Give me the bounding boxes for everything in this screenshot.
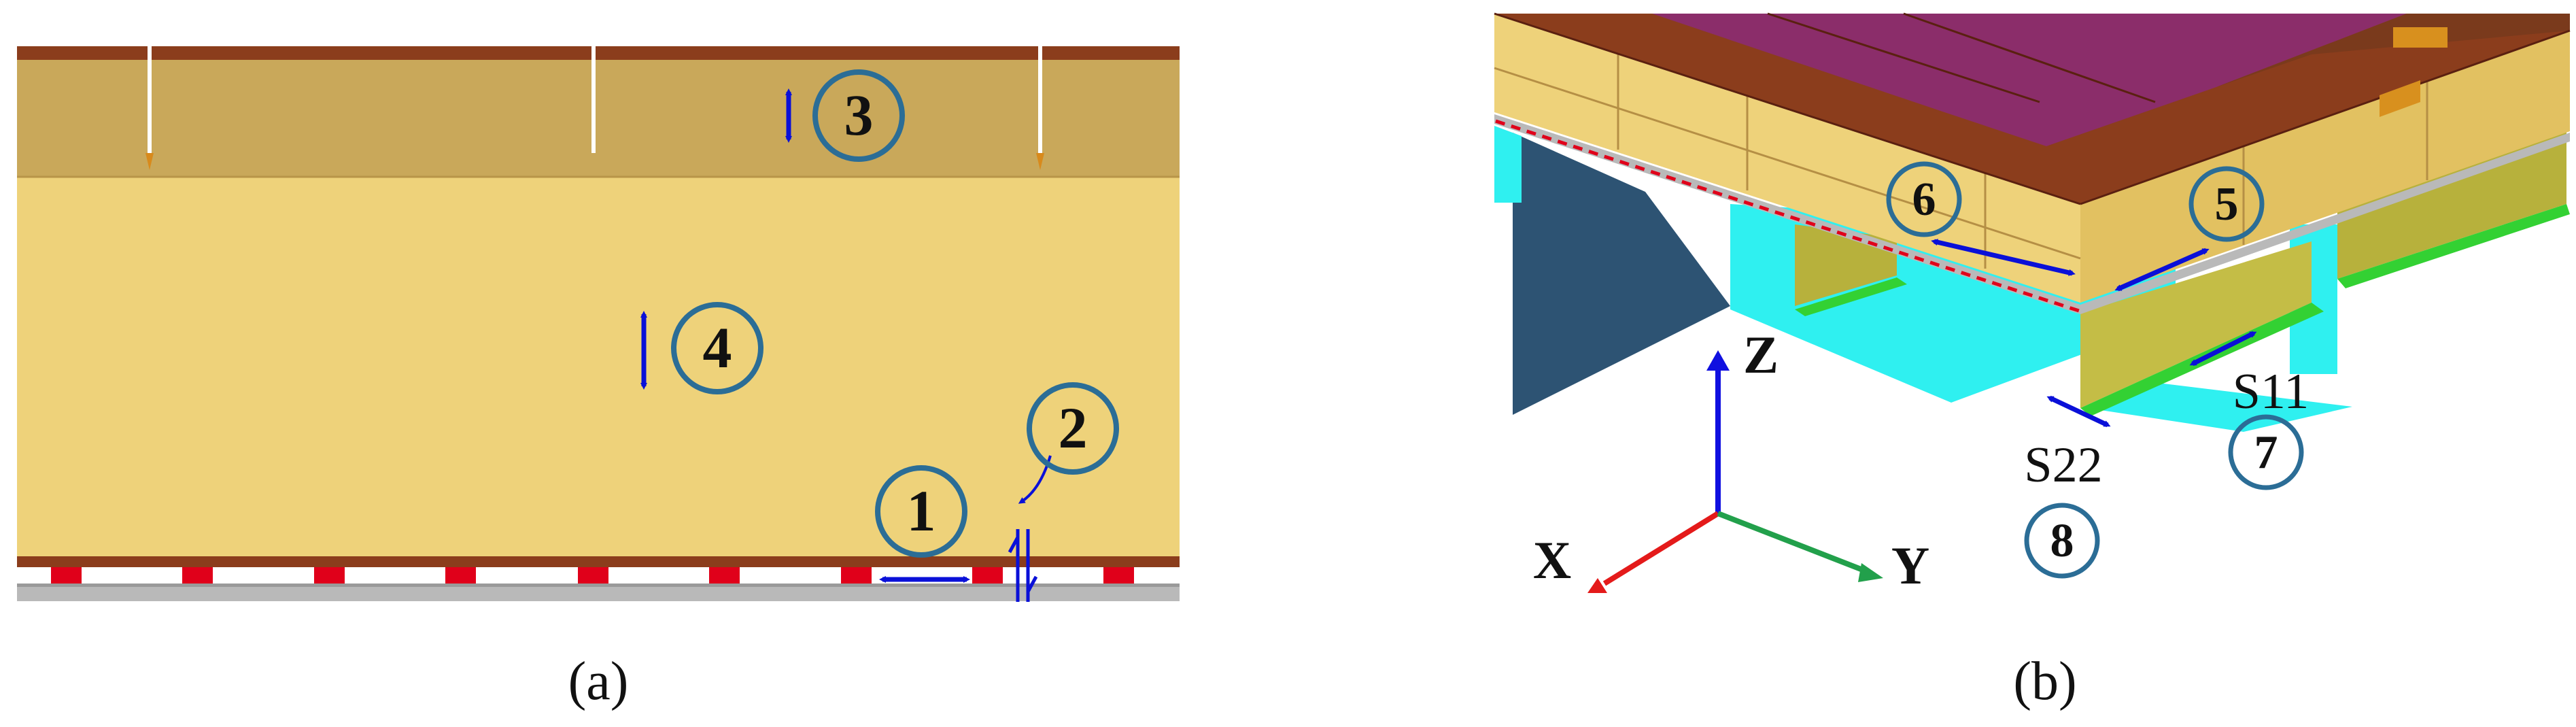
- marker-1: 1: [875, 465, 967, 558]
- axis-label-x: X: [1533, 530, 1571, 590]
- upper-layer-gaps: [148, 46, 1042, 153]
- svg-text:3: 3: [844, 82, 874, 148]
- upper-layer: [17, 60, 1180, 177]
- green-strip-left: [1795, 277, 1907, 316]
- svg-text:7: 7: [2254, 426, 2278, 479]
- marker-3: 3: [812, 69, 905, 162]
- bottom-crust-strip: [17, 556, 1180, 567]
- arrow-s11: [2189, 331, 2257, 367]
- slab-glue-line: [1495, 119, 2080, 313]
- magenta-panels: [1652, 14, 2407, 146]
- slab-right-face: [2080, 31, 2570, 303]
- marker-8: 8: [2024, 503, 2100, 579]
- marker-5: 5: [2188, 166, 2265, 242]
- arrow-marker-6: [1931, 239, 2076, 276]
- svg-text:6: 6: [1912, 173, 1936, 226]
- arrow-s22: [2046, 395, 2111, 428]
- svg-text:1: 1: [907, 478, 936, 543]
- cyan-foot: [2087, 381, 2352, 432]
- top-crust-strip: [17, 46, 1180, 60]
- svg-text:2: 2: [1059, 395, 1088, 460]
- svg-text:8: 8: [2050, 515, 2074, 567]
- marker-6: 6: [1886, 161, 1962, 237]
- label-s11: S11: [2233, 364, 2309, 420]
- core-layer: [17, 177, 1180, 559]
- glue-spots: [51, 567, 1134, 584]
- arrow-marker-5: [2114, 248, 2210, 292]
- caption-a: (a): [568, 652, 629, 711]
- marker-4: 4: [671, 302, 763, 394]
- dark-wall-panel: [1513, 133, 1730, 415]
- caption-b: (b): [2013, 652, 2076, 711]
- slab-steel-edge: [1494, 114, 2570, 314]
- gap-tips: [145, 153, 1044, 170]
- panel-b: 6 5 7 8 S11 S22 Z X Y (b): [1494, 12, 2571, 711]
- svg-text:4: 4: [703, 315, 732, 380]
- slab-front-face: [1494, 14, 2080, 303]
- marker-2: 2: [1027, 382, 1119, 475]
- svg-text:5: 5: [2215, 178, 2239, 231]
- cyan-beam-left: [1494, 126, 1522, 203]
- label-s22: S22: [2024, 437, 2102, 493]
- axis-label-z: Z: [1743, 325, 1779, 384]
- axis-label-y: Y: [1891, 536, 1929, 595]
- marker-7: 7: [2228, 414, 2304, 490]
- panel-a: 3 4 2 1 (a): [17, 46, 1180, 711]
- olive-joist-front: [2080, 241, 2312, 408]
- green-strip-right: [2337, 204, 2570, 288]
- arrow-marker-2: [1008, 529, 1038, 602]
- coordinate-axes: Z X Y: [1533, 325, 1929, 595]
